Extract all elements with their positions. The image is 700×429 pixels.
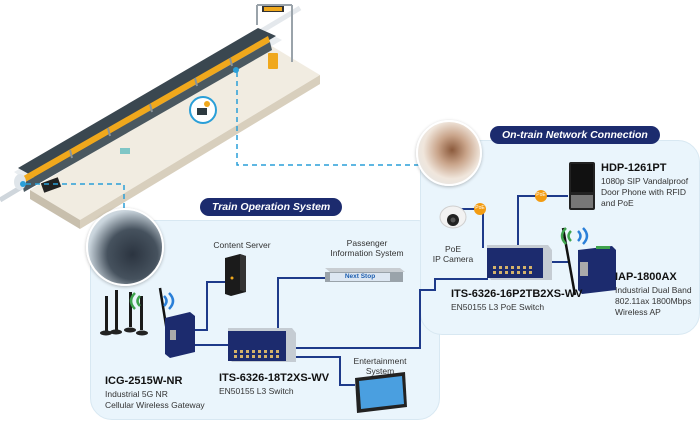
hdp-desc-line1: 1080p SIP Vandalproof <box>601 176 689 186</box>
train-operation-title: Train Operation System <box>200 198 343 216</box>
hdp-desc-line3: and PoE <box>601 198 634 208</box>
pis-display-text: Next Stop <box>344 273 376 280</box>
iap-ap-device <box>560 227 616 296</box>
on-train-network-title: On-train Network Connection <box>490 126 660 144</box>
pis-label-line1: Passenger <box>346 238 388 248</box>
icg-model: ICG-2515W-NR <box>105 375 183 387</box>
camera-label-line2: IP Camera <box>432 254 474 264</box>
hdp-model: HDP-1261PT <box>601 162 667 174</box>
ip-camera-device <box>439 205 467 229</box>
entertainment-label-line2: System <box>365 366 395 376</box>
poe-badge-camera-text: PoE <box>475 205 485 211</box>
iap-desc-line1: Industrial Dual Band <box>615 285 692 295</box>
content-server-device <box>225 254 246 296</box>
icg-desc-line2: Cellular Wireless Gateway <box>105 400 205 410</box>
platform-signage <box>40 4 293 193</box>
iap-desc-line2: 802.11ax 1800Mbps <box>615 296 692 306</box>
door-phone-device <box>569 162 595 210</box>
poe-badge-doorphone <box>535 190 547 202</box>
its-16p2tb2xs-switch-device <box>487 245 552 280</box>
entertainment-label-line1: Entertainment <box>353 356 407 366</box>
icg-desc-line1: Industrial 5G NR <box>105 389 168 399</box>
pis-display-device <box>325 268 405 282</box>
its16-model: ITS-6326-16P2TB2XS-WV <box>451 288 583 300</box>
passenger-phone-photo <box>416 120 482 186</box>
train-network-links <box>194 277 488 386</box>
entertainment-screen-device <box>355 372 407 413</box>
icg-gateway-device <box>100 287 195 358</box>
poe-badge-doorphone-text: PoE <box>536 192 546 198</box>
its18-desc: EN50155 L3 Switch <box>219 386 294 396</box>
passenger-wifi-badge <box>189 96 217 124</box>
train <box>14 28 282 192</box>
poe-badge-camera <box>474 203 486 215</box>
hdp-desc-line2: Door Phone with RFID <box>601 187 687 197</box>
its-18t2xs-switch-device <box>228 328 296 362</box>
iap-model: IAP-1800AX <box>615 271 677 283</box>
camera-label-line1: PoE <box>444 244 462 254</box>
its18-model: ITS-6326-18T2XS-WV <box>219 372 330 384</box>
iap-desc-line3: Wireless AP <box>615 307 661 317</box>
platform <box>30 45 320 229</box>
pis-label-line2: Information System <box>330 248 404 258</box>
content-server-label: Content Server <box>213 240 271 250</box>
train-driver-photo <box>86 208 164 286</box>
dashed-connectors <box>26 72 420 210</box>
its16-desc: EN50155 L3 PoE Switch <box>451 302 545 312</box>
